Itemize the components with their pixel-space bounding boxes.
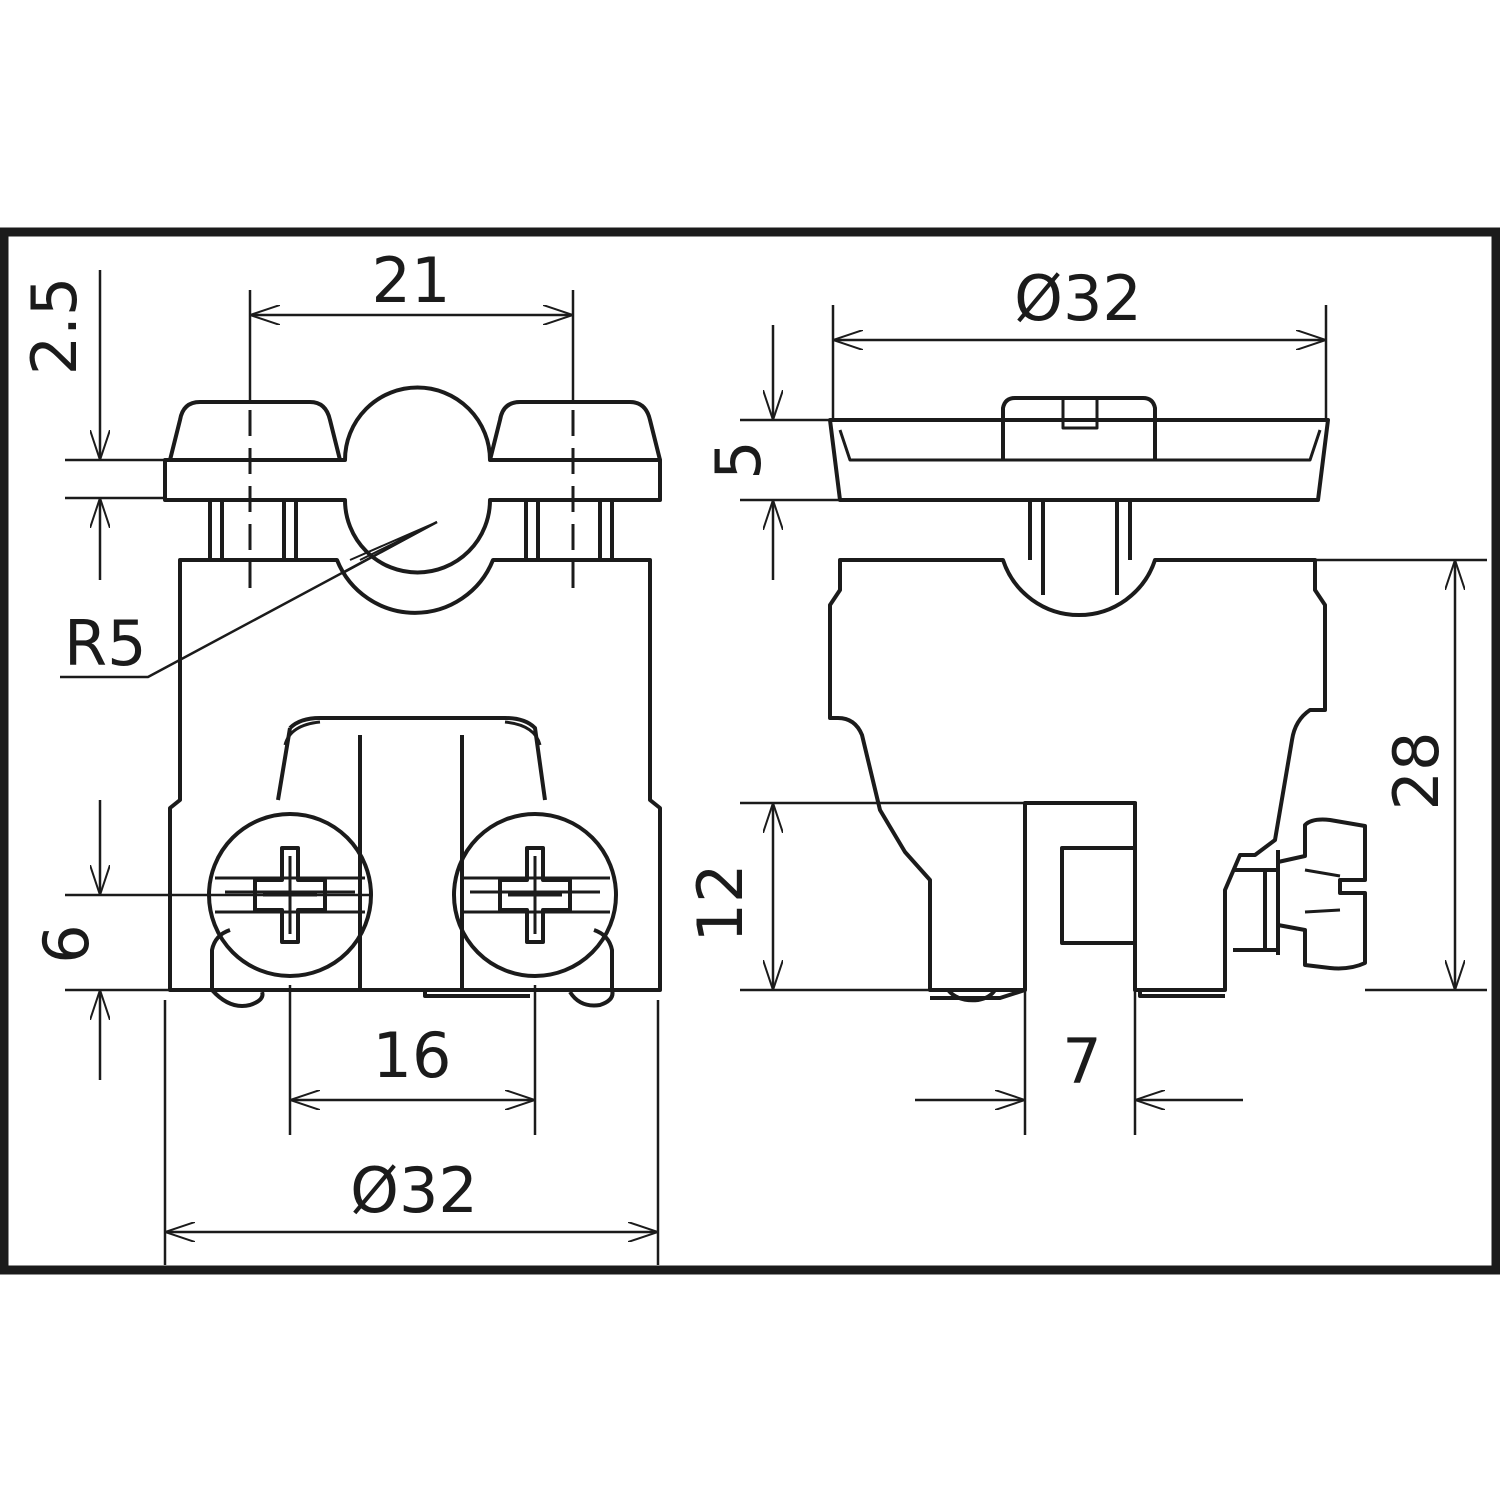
- dim-side-body-height: 28: [1380, 732, 1453, 811]
- front-dimensions: [60, 270, 660, 1265]
- front-view: [163, 385, 662, 1008]
- dim-side-lower-height: 12: [684, 864, 757, 943]
- side-bolt: [1233, 850, 1280, 955]
- side-body: [828, 558, 1327, 992]
- front-left-top-nut: [168, 400, 342, 461]
- dim-front-screw-height: 6: [30, 924, 103, 963]
- front-right-top-nut: [488, 400, 662, 461]
- side-view: [828, 396, 1367, 1003]
- dim-side-top-thickness: 5: [702, 440, 775, 479]
- dim-front-top-thickness: 2.5: [18, 277, 91, 376]
- dim-side-overall-diameter: Ø32: [1014, 262, 1142, 335]
- front-right-screw: [452, 812, 618, 978]
- dim-front-screw-spacing: 16: [373, 1019, 452, 1092]
- front-inner-channel: [276, 716, 547, 990]
- dim-front-top-width: 21: [372, 244, 451, 317]
- dim-side-slot-width: 7: [1062, 1025, 1101, 1098]
- side-center-nut: [1001, 396, 1157, 460]
- side-dimensions: [740, 305, 1487, 1135]
- dim-front-radius: R5: [64, 607, 147, 680]
- side-slot: [1060, 846, 1137, 945]
- front-body: [168, 558, 662, 992]
- side-nut: [1277, 817, 1367, 971]
- front-right-bolt: [524, 500, 614, 560]
- dim-front-overall-diameter: Ø32: [350, 1154, 478, 1227]
- front-clamp-plate: [163, 385, 662, 575]
- front-left-bolt: [208, 500, 298, 560]
- side-top-plate: [828, 418, 1330, 502]
- drawing-frame: [0, 227, 1500, 1275]
